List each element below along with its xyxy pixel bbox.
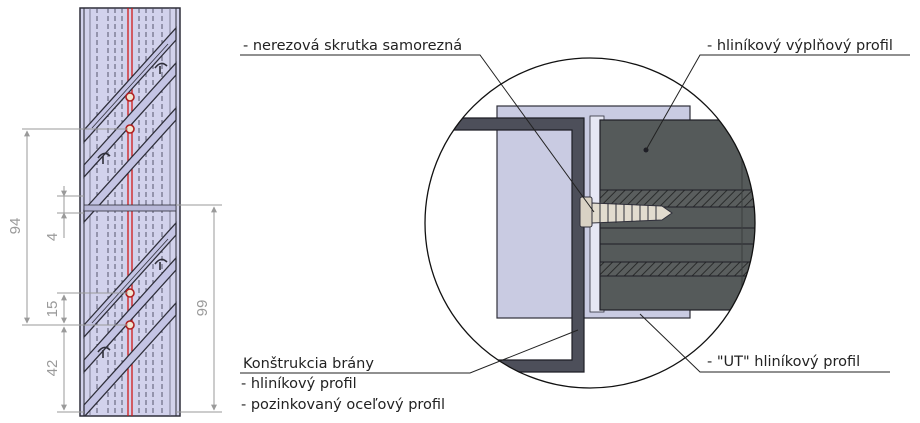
leader-lines: [240, 54, 910, 374]
label-ut-profile: - "UT" hliníkový profil: [707, 354, 860, 370]
slat-module-lower: [83, 221, 177, 416]
label-gate-item-galvanized: - pozinkovaný oceľový profil: [241, 397, 445, 413]
label-infill-profile: - hliníkový výplňový profil: [707, 38, 893, 54]
dimension-15: 15: [44, 301, 61, 318]
dimension-texts: 94 4 15 42 99: [7, 218, 211, 377]
profile-strip-internals: [83, 8, 177, 416]
detail-view: [424, 57, 756, 389]
label-gate-title: Konštrukcia brány: [243, 356, 374, 372]
screw-markers: [125, 92, 135, 330]
label-screw: - nerezová skrutka samorezná: [243, 38, 462, 54]
clip-hooks: [97, 62, 168, 358]
dimension-42: 42: [44, 360, 61, 377]
labels: - nerezová skrutka samorezná - hliníkový…: [241, 38, 893, 413]
dimension-99: 99: [194, 300, 211, 317]
detail-circle-outline: [424, 57, 756, 389]
dimensions: [22, 128, 222, 413]
dimension-4: 4: [44, 233, 61, 241]
label-gate-item-aluminium: - hliníkový profil: [241, 376, 357, 392]
left-profile-section: [79, 7, 181, 417]
dimension-94: 94: [7, 218, 24, 235]
slat-module-upper: [83, 26, 177, 224]
